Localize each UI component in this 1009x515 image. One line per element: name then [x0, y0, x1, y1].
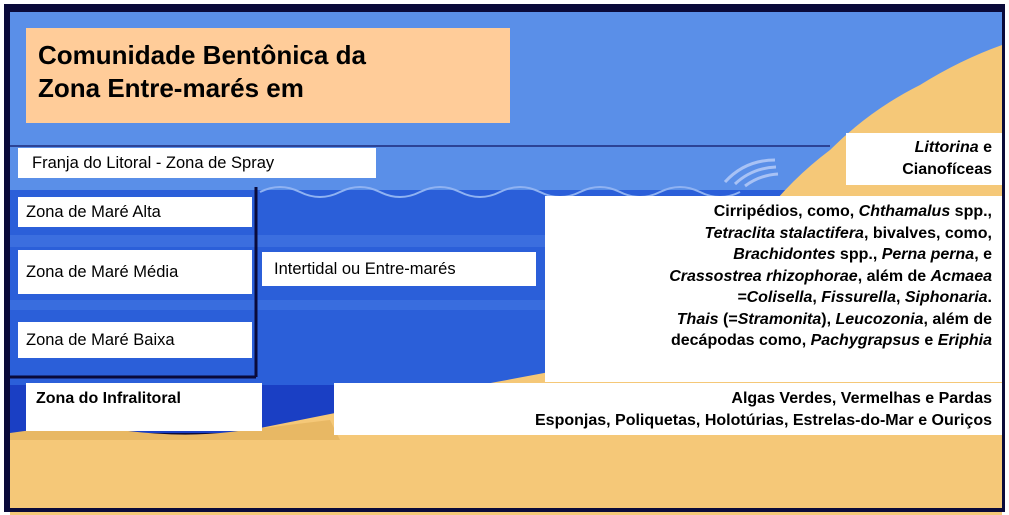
- sand-ridge: [10, 420, 340, 440]
- species-name: Chthamalus: [858, 203, 951, 220]
- species-name: Pachygrapsus: [810, 332, 920, 349]
- title-line-2: Zona Entre-marés em: [38, 73, 304, 103]
- label-mare-baixa: Zona de Maré Baixa: [18, 322, 252, 358]
- species-name: =Colisella: [737, 289, 813, 306]
- species-name: Acmaea: [930, 267, 992, 285]
- species-name: Littorina: [914, 139, 979, 156]
- fauna-text: , bivalves, como,: [863, 224, 992, 242]
- splash-arc: [744, 172, 779, 188]
- fauna-text: e: [919, 332, 938, 349]
- label-mare-alta: Zona de Maré Alta: [18, 197, 252, 227]
- sea-band: [10, 300, 1002, 310]
- label-mare-media: Zona de Maré Média: [18, 250, 252, 294]
- label-infralitoral-text: Zona do Infralitoral: [36, 390, 181, 407]
- species-name: Crassostrea rhizophorae: [669, 267, 858, 285]
- label-infralitoral: Zona do Infralitoral: [26, 383, 262, 431]
- fauna-text: ,: [895, 289, 905, 306]
- diagram-title: Comunidade Bentônica da Zona Entre-marés…: [26, 28, 510, 123]
- species-name: Brachidontes: [733, 246, 836, 263]
- splash-arc: [733, 165, 777, 186]
- intertidal-fauna-text: Cirripédios, como, Chthamalus spp., Tetra…: [549, 201, 992, 352]
- wave-line: [259, 186, 741, 198]
- fauna-text: ,: [812, 289, 822, 306]
- label-intertidal: Intertidal ou Entre-marés: [262, 252, 536, 286]
- species-name: Stramonita: [737, 310, 822, 328]
- infralitoral-fauna-box: Algas Verdes, Vermelhas e Pardas Esponja…: [334, 383, 1002, 435]
- fauna-text: (=: [718, 310, 738, 328]
- label-mare-media-text: Zona de Maré Média: [26, 263, 179, 281]
- fauna-text: spp.,: [950, 203, 992, 220]
- fauna-text: Cirripédios, como,: [713, 203, 859, 220]
- species-name: Fissurella: [821, 289, 896, 306]
- fauna-text: , além de: [923, 310, 992, 328]
- fauna-text: , além de: [857, 267, 931, 285]
- fauna-text: , e: [974, 246, 992, 263]
- intertidal-fauna-box: Cirripédios, como, Chthamalus spp., Tetra…: [545, 196, 1002, 382]
- label-franja: Franja do Litoral - Zona de Spray: [18, 148, 376, 178]
- fauna-text: .: [987, 289, 992, 306]
- species-name: Perna perna: [881, 246, 975, 263]
- fauna-text: e: [978, 139, 992, 156]
- fauna-text: decápodas como,: [670, 332, 811, 349]
- fauna-text: Cianofíceas: [902, 160, 992, 178]
- label-mare-baixa-text: Zona de Maré Baixa: [26, 331, 175, 349]
- species-name: Tetraclita stalactifera: [704, 224, 864, 242]
- species-name: Siphonaria: [904, 289, 988, 306]
- frame-bottom: [4, 508, 1005, 512]
- splash-arc: [723, 158, 776, 184]
- species-name: Thais: [676, 310, 719, 328]
- label-intertidal-text: Intertidal ou Entre-marés: [274, 260, 456, 278]
- label-mare-alta-text: Zona de Maré Alta: [26, 203, 161, 221]
- infralitoral-fauna-line-1: Algas Verdes, Vermelhas e Pardas: [731, 390, 992, 407]
- species-name: Eriphia: [937, 332, 992, 349]
- fauna-text: ),: [821, 310, 836, 328]
- species-name: Leucozonia: [835, 310, 924, 328]
- label-franja-text: Franja do Litoral - Zona de Spray: [32, 154, 275, 172]
- title-line-1: Comunidade Bentônica da: [38, 40, 366, 70]
- sand-bottom: [10, 440, 1002, 512]
- fauna-text: spp.,: [835, 246, 882, 263]
- infralitoral-fauna-line-2: Esponjas, Poliquetas, Holotúrias, Estrel…: [535, 411, 992, 429]
